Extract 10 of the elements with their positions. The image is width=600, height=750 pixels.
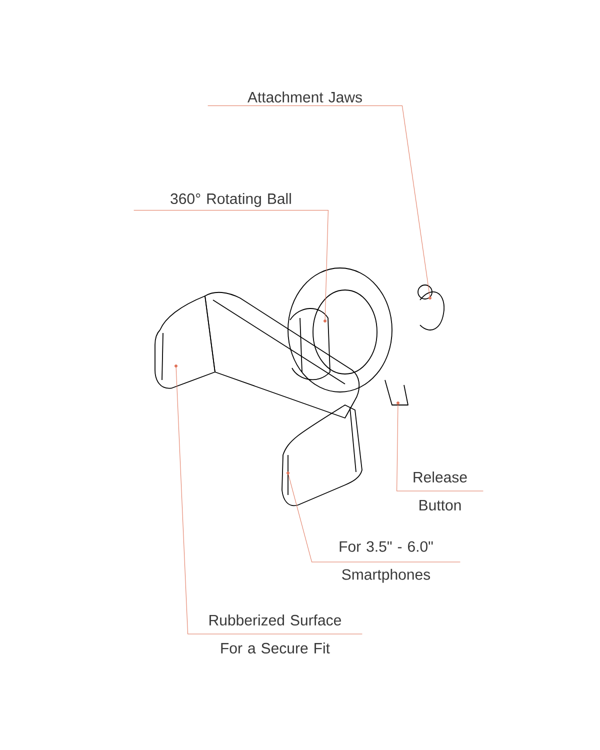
leader-line (396, 402, 484, 492)
leader-line (208, 105, 430, 298)
leader-line (288, 472, 460, 562)
callout-text: Release Button (414, 472, 467, 510)
leader-line (134, 210, 328, 322)
leader-line (176, 366, 362, 634)
callout-text: For 3.5" - 6.0" Smartphones (340, 541, 433, 583)
callout-text: 360° Rotating Ball (170, 193, 291, 207)
callout-text: Rubberized Surface For a Secure Fit (210, 614, 341, 654)
callout-text: Attachment Jaws (248, 92, 362, 102)
